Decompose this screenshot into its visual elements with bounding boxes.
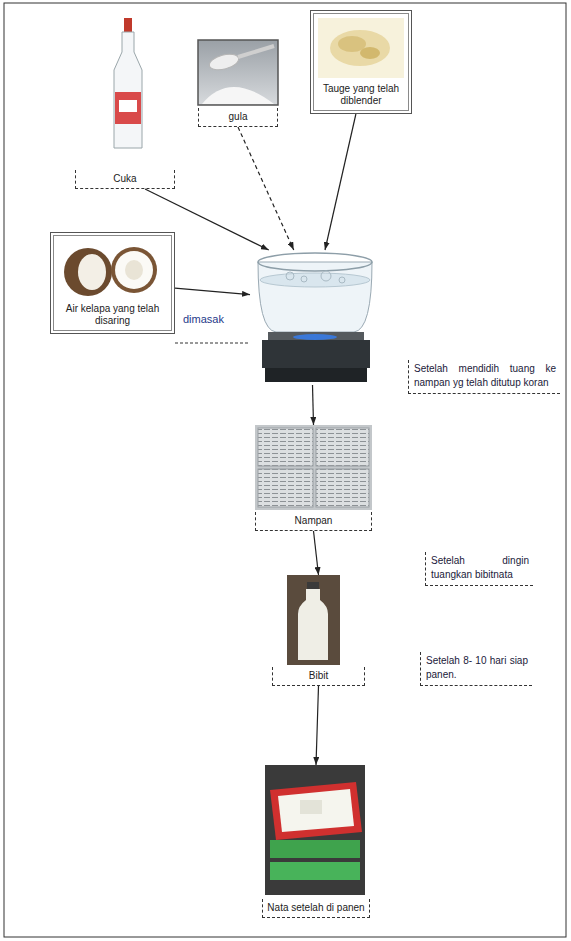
sugar-picture [198, 40, 278, 105]
flow-arrow [175, 288, 250, 294]
pot-picture [258, 253, 372, 382]
ingredient-box: Air kelapa yang telah disaring [50, 232, 175, 334]
flow-arrow [314, 531, 319, 575]
step-box: Bibit [272, 575, 365, 686]
step-box: Nampan [255, 425, 372, 531]
pot-box [250, 250, 375, 385]
step-note: Setelah 8- 10 hari siap panen. [420, 652, 532, 686]
caption-text: gula [198, 108, 278, 127]
step-box: Nata setelah di panen [262, 765, 370, 918]
ingredient-box: gula [198, 40, 278, 127]
step-note: Setelah dingin tuangkan bibitnata [425, 552, 533, 586]
frame [4, 3, 566, 937]
coconut-picture [58, 240, 167, 300]
flow-arrow [145, 189, 269, 250]
step-note: dimasak [181, 312, 226, 327]
flow-arrow [325, 114, 356, 250]
ingredient-box: Tauge yang telah diblender [310, 10, 412, 114]
vinegar-bottle [114, 18, 142, 148]
caption-text: Tauge yang telah diblender [315, 81, 407, 109]
dashed-rule [175, 343, 250, 344]
tray-picture [255, 425, 372, 510]
caption-text: Nata setelah di panen [262, 899, 370, 918]
caption-text: Cuka [75, 170, 175, 189]
ingredient-box: Cuka [75, 15, 175, 189]
flow-arrow [313, 385, 314, 425]
flow-arrow [238, 127, 294, 250]
caption-text: Nampan [255, 512, 372, 531]
flow-arrow [316, 686, 319, 765]
starter-picture [287, 575, 340, 665]
caption-text: Air kelapa yang telah disaring [55, 301, 170, 329]
step-note: Setelah mendidih tuang ke nampan yg tela… [408, 360, 560, 394]
nata-picture [265, 765, 365, 895]
caption-text: Bibit [272, 667, 365, 686]
sprout-picture [318, 18, 404, 78]
